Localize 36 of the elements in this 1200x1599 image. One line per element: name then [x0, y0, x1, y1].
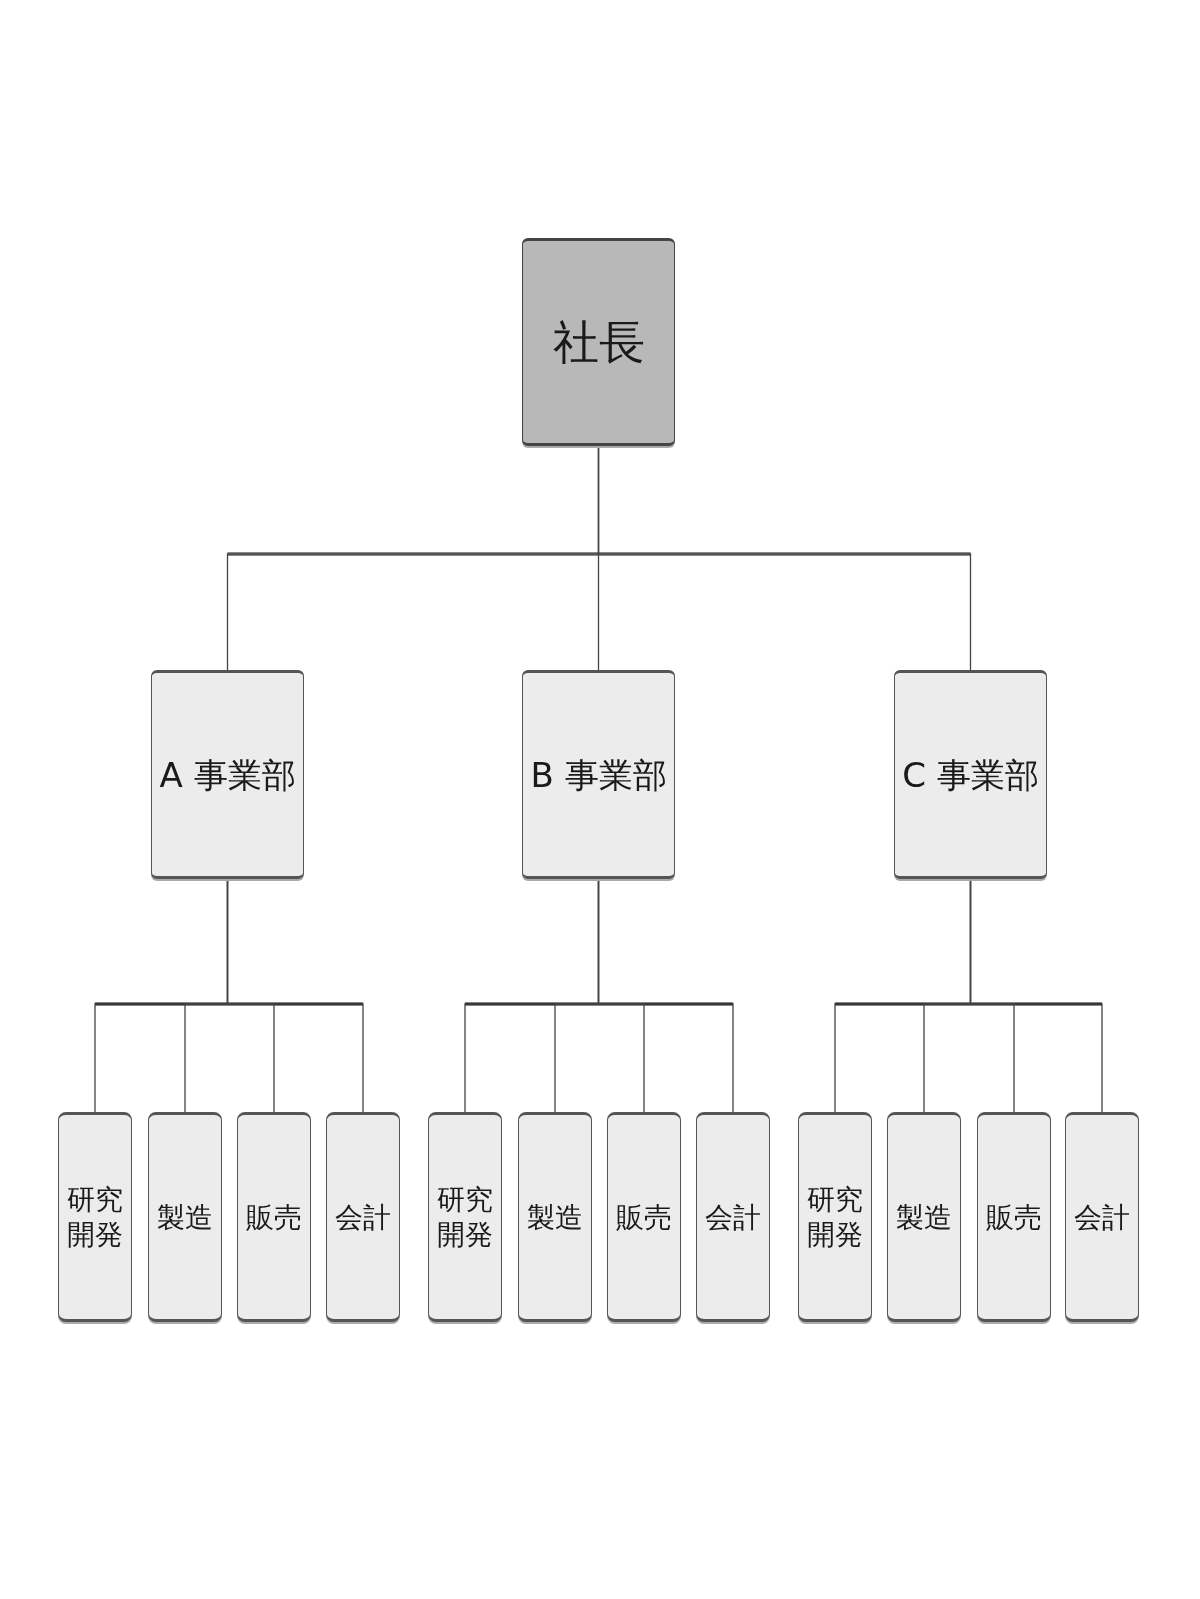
box-label: 製造: [157, 1199, 213, 1235]
box-label: A 事業部: [159, 757, 296, 792]
box-label: 会計: [1074, 1199, 1130, 1235]
org-chart-box: [58, 1112, 132, 1322]
org-chart-box: [237, 1112, 311, 1322]
org-chart-box: [607, 1112, 681, 1322]
box-label: B 事業部: [530, 757, 667, 792]
connector-line: [969, 878, 1103, 1113]
org-chart-box: [148, 1112, 222, 1322]
org-chart-box: [798, 1112, 872, 1322]
box-label: 販売: [246, 1199, 302, 1235]
org-chart-box: [522, 238, 675, 446]
connector-line: [597, 445, 972, 671]
connector-line: [226, 878, 364, 1113]
org-chart-box: [518, 1112, 592, 1322]
org-chart-box: [887, 1112, 961, 1322]
connector-line: [597, 878, 734, 1113]
box-label: 研究開発: [436, 1182, 494, 1252]
org-chart-box: [151, 670, 304, 879]
box-label: 研究開発: [806, 1182, 864, 1252]
box-label: C 事業部: [902, 757, 1039, 792]
org-chart-box: [894, 670, 1047, 879]
org-chart-box: [977, 1112, 1051, 1322]
box-label: 研究開発: [66, 1182, 124, 1252]
org-chart-box: [1065, 1112, 1139, 1322]
org-chart-box: [326, 1112, 400, 1322]
box-label: 会計: [705, 1199, 761, 1235]
org-chart-box: [522, 670, 675, 879]
box-label: 製造: [527, 1199, 583, 1235]
org-chart-box: [696, 1112, 770, 1322]
org-chart-box: [428, 1112, 502, 1322]
box-label: 会計: [335, 1199, 391, 1235]
box-label: 販売: [986, 1199, 1042, 1235]
box-label: 販売: [616, 1199, 672, 1235]
box-label: 社長: [552, 319, 645, 365]
box-label: 製造: [896, 1199, 952, 1235]
